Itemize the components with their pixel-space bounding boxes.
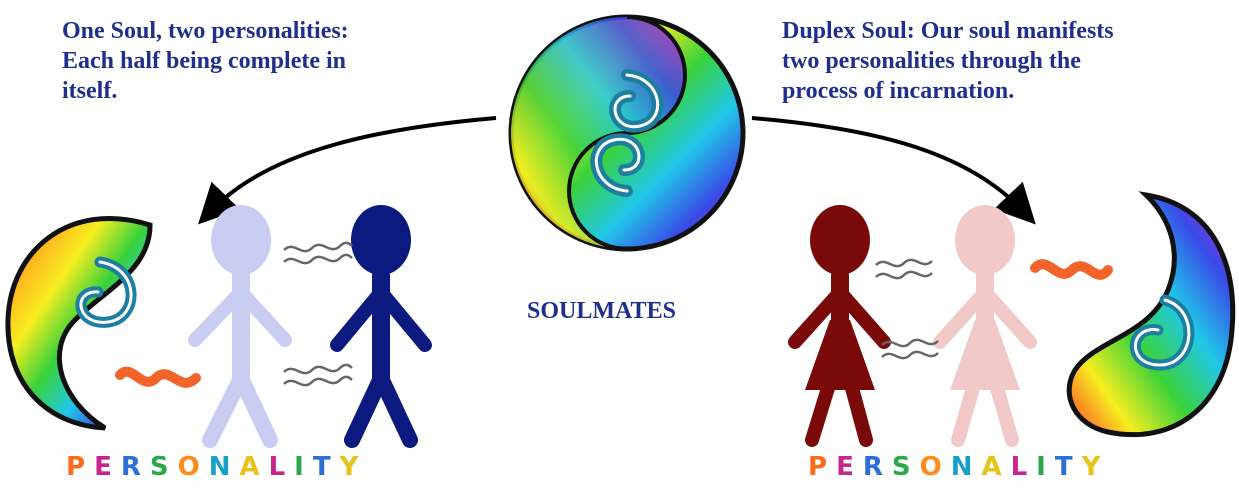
personality-letter: O: [177, 452, 209, 482]
personality-letter: S: [891, 452, 920, 482]
personality-letter: Y: [1081, 452, 1110, 482]
maroon-stick-figure: [788, 205, 891, 447]
personality-letter: E: [836, 452, 863, 482]
personality-letter: P: [808, 452, 837, 482]
personality-letter: S: [149, 452, 178, 482]
right-orange-wave-icon: [1030, 259, 1113, 280]
personality-letter: I: [294, 452, 313, 482]
personality-letter: I: [1036, 452, 1055, 482]
personality-letter: O: [919, 452, 951, 482]
personality-letter: A: [239, 452, 269, 482]
personality-letter: A: [981, 452, 1011, 482]
right-half-soul-icon: [1066, 191, 1236, 438]
left-arrow: [198, 116, 497, 225]
personality-letter: N: [208, 452, 240, 482]
navy-stick-figure: [330, 205, 432, 448]
personality-letter: E: [94, 452, 121, 482]
left-personality-label: PERSONALITY: [66, 452, 367, 482]
right-arrow: [751, 116, 1036, 225]
personality-letter: R: [862, 452, 892, 482]
right-caption: Duplex Soul: Our soul manifests two pers…: [782, 18, 1114, 104]
right-wave-link-icons: [875, 258, 939, 360]
light-blue-stick-figure: [188, 205, 292, 448]
personality-letter: L: [268, 452, 295, 482]
personality-letter: T: [1054, 452, 1082, 482]
soulmates-label: SOULMATES: [527, 298, 676, 324]
personality-letter: L: [1010, 452, 1037, 482]
left-caption: One Soul, two personalities: Each half b…: [62, 18, 349, 104]
personality-letter: N: [950, 452, 982, 482]
personality-letter: Y: [339, 452, 368, 482]
left-wave-link-icons: [283, 241, 353, 387]
right-personality-label: PERSONALITY: [808, 452, 1109, 482]
pink-stick-figure: [933, 205, 1037, 447]
left-orange-wave-icon: [115, 366, 201, 388]
soul-disc-icon: [508, 14, 746, 252]
personality-letter: T: [312, 452, 340, 482]
left-half-soul-icon: [5, 215, 153, 431]
personality-letter: P: [66, 452, 95, 482]
personality-letter: R: [120, 452, 150, 482]
